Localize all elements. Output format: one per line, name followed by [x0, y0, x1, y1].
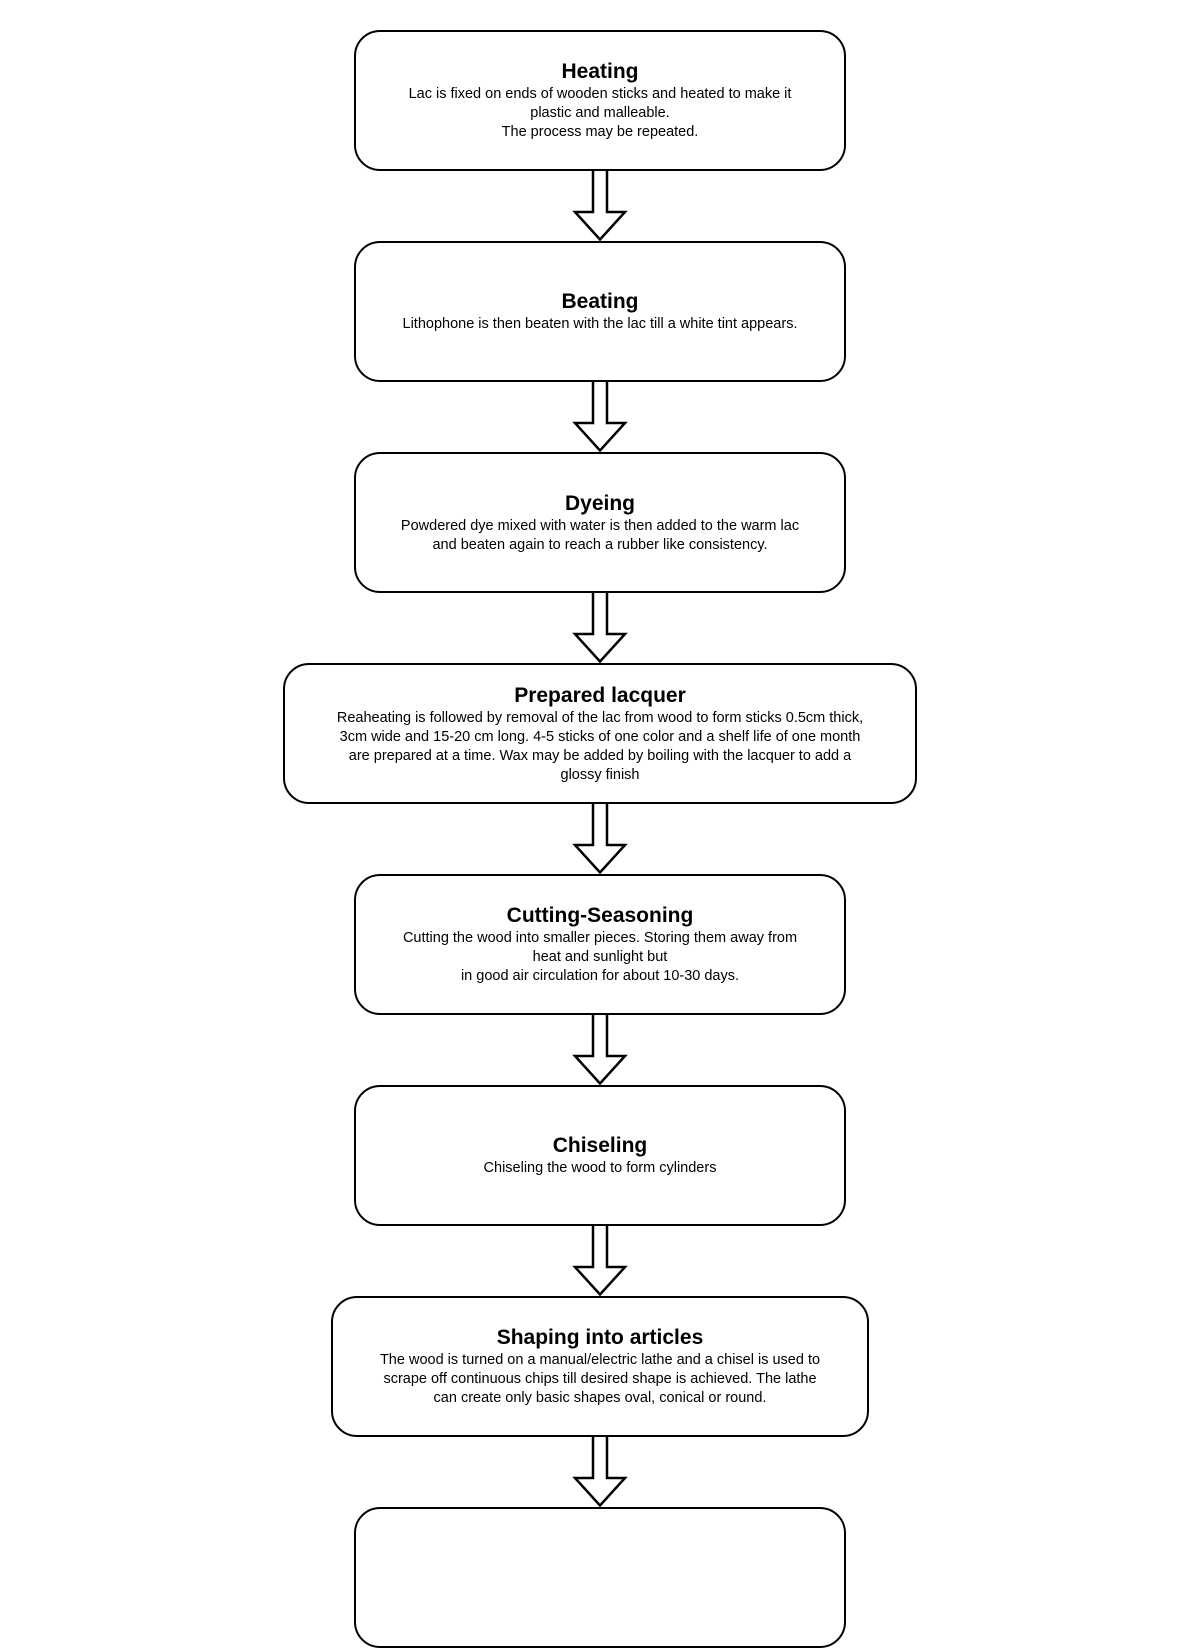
down-arrow-icon: [572, 1015, 628, 1085]
step-box-chiseling: Chiseling Chiseling the wood to form cyl…: [354, 1085, 846, 1226]
step-box-heating: Heating Lac is fixed on ends of wooden s…: [354, 30, 846, 171]
down-arrow-icon: [572, 804, 628, 874]
step-title: Shaping into articles: [496, 1326, 704, 1349]
step-title: Chiseling: [552, 1134, 648, 1157]
step-box-shaping-into-articles: Shaping into articles The wood is turned…: [331, 1296, 869, 1437]
step-title: Prepared lacquer: [514, 683, 686, 707]
down-arrow-icon: [572, 593, 628, 663]
down-arrow-icon: [572, 1437, 628, 1507]
step-description: Chiseling the wood to form cylinders: [483, 1160, 717, 1176]
down-arrow-icon: [572, 382, 628, 452]
down-arrow-icon: [572, 171, 628, 241]
step-description: Powdered dye mixed with water is then ad…: [400, 517, 800, 553]
step-title: Cutting-Seasoning: [506, 904, 694, 927]
step-title: Dyeing: [564, 491, 635, 515]
step-box-cutting-seasoning: Cutting-Seasoning Cutting the wood into …: [354, 874, 846, 1015]
step-title: Beating: [561, 290, 639, 313]
step-description: Lac is fixed on ends of wooden sticks an…: [408, 86, 792, 140]
step-description: Cutting the wood into smaller pieces. St…: [402, 930, 798, 984]
step-title: Heating: [561, 60, 639, 83]
step-description: Reaheating is followed by removal of the…: [336, 709, 864, 783]
step-description: The wood is turned on a manual/electric …: [379, 1352, 821, 1406]
step-box-dyeing: Dyeing Powdered dye mixed with water is …: [354, 452, 846, 593]
step-description: Lithophone is then beaten with the lac t…: [402, 316, 798, 332]
down-arrow-icon: [572, 1226, 628, 1296]
step-box-partial: [354, 1507, 846, 1648]
step-box-beating: Beating Lithophone is then beaten with t…: [354, 241, 846, 382]
step-box-prepared-lacquer: Prepared lacquer Reaheating is followed …: [283, 663, 917, 804]
